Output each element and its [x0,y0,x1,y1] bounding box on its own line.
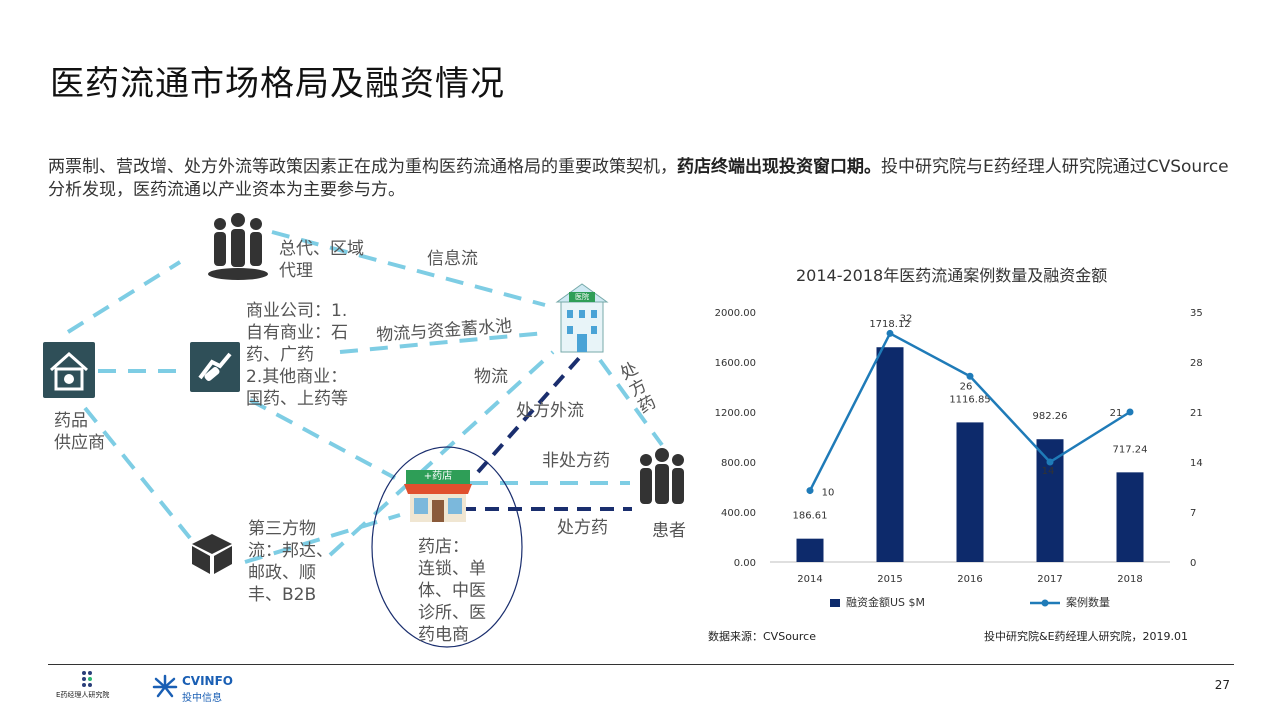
line-data-label: 14 [1042,466,1055,477]
intro-paragraph: 两票制、营改增、处方外流等政策因素正在成为重构医药流通格局的重要政策契机，药店终… [48,156,1238,202]
pharmacy-highlight-ellipse [371,446,523,648]
y-left-tick-label: 800.00 [721,458,756,469]
y-right-tick-label: 14 [1190,458,1203,469]
legend-line-marker [1041,599,1049,607]
line-data-label: 32 [900,313,913,324]
line-point-2017 [1046,458,1054,466]
y-left-tick-label: 2000.00 [715,308,756,319]
logistics-label: 第三方物 流：邦达、 邮政、顺 丰、B2B [248,519,333,605]
bar-2014 [796,538,824,562]
line-data-label: 10 [822,488,835,499]
bar-2017 [1036,439,1064,562]
line-point-2015 [886,329,894,337]
line-logistics-hospital [328,350,555,557]
footer-divider [48,664,1234,665]
line-point-2016 [966,372,974,380]
y-left-tick-label: 1200.00 [715,408,756,419]
x-tick-label: 2016 [957,574,982,585]
flow-diagram-lines [66,230,664,648]
y-right-tick-label: 7 [1190,508,1196,519]
line-point-2018 [1126,408,1134,416]
line-commercial-hospital [339,331,546,354]
flow-otc-label: 非处方药 [542,451,610,471]
legend-bar-swatch [830,599,840,607]
handshake-icon [190,342,240,392]
y-right-tick-label: 0 [1190,558,1196,569]
supplier-label: 药品 供应商 [54,411,105,453]
pharmacy-sign: +药店 [423,471,453,482]
x-tick-label: 2017 [1037,574,1062,585]
intro-text-pre: 两票制、营改增、处方外流等政策因素正在成为重构医药流通格局的重要政策契机， [48,157,677,177]
source-right: 投中研究院&E药经理人研究院，2019.01 [984,630,1189,643]
line-hospital-patient [598,358,664,447]
financing-chart: 0.00400.00800.001200.001600.002000.00071… [715,308,1203,609]
bar-2016 [956,422,984,562]
bar-data-label: 982.26 [1033,411,1068,422]
y-left-tick-label: 0.00 [734,558,756,569]
supplier-house-icon [43,342,95,398]
flow-info-label: 信息流 [427,249,478,269]
page-number: 27 [1214,678,1230,692]
package-box-icon [186,526,238,580]
cvinfo-sub: 投中信息 [182,693,222,704]
x-tick-label: 2015 [877,574,902,585]
bar-2015 [876,347,904,562]
hospital-building-icon: 医院 [553,280,611,358]
cvinfo-brand: CVINFO [182,674,233,688]
x-tick-label: 2018 [1117,574,1142,585]
line-supplier-agent [66,260,182,334]
line-data-label: 26 [960,381,973,392]
chart-title: 2014-2018年医药流通案例数量及融资金额 [796,266,1108,285]
line-rx-outflow [476,355,582,474]
bar-data-label: 186.61 [793,511,828,522]
bar-data-label: 1718.12 [869,319,910,330]
line-commercial-pharmacy [249,398,396,480]
dots-logo-icon [82,671,92,687]
hospital-sign: 医院 [575,293,589,301]
intro-text-bold: 药店终端出现投资窗口期。 [677,157,881,177]
bar-data-label: 717.24 [1113,444,1148,455]
slide-title: 医药流通市场格局及融资情况 [50,64,505,104]
y-right-tick-label: 35 [1190,308,1203,319]
y-right-tick-label: 28 [1190,358,1203,369]
agent-label: 总代、区域 代理 [279,239,364,281]
group-people-icon [204,210,272,286]
intro-text-post: 投中研究院与E药经理人研究院通过CVSource分析发现，医药流通以产业资本为主… [48,157,1229,200]
y-right-tick-label: 21 [1190,408,1203,419]
patient-label: 患者 [652,521,686,541]
flow-rx-label: 处方药 [557,518,608,538]
line-data-label: 21 [1110,408,1123,419]
legend-line-label: 案例数量 [1066,595,1110,609]
legend-bar-label: 融资金额US $M [846,595,925,609]
e-pharma-logo: E药经理人研究院 [56,670,142,706]
y-left-tick-label: 1600.00 [715,358,756,369]
e-pharma-logo-text: E药经理人研究院 [56,691,110,699]
source-left: 数据来源：CVSource [708,630,816,643]
commercial-label: 商业公司：1. 自有商业：石 药、广药 2.其他商业： 国药、上药等 [246,301,348,409]
flow-logistics-label: 物流 [474,367,508,387]
line-info-flow [271,230,546,307]
x-tick-label: 2014 [797,574,822,585]
cvinfo-burst-icon [152,674,178,698]
line-point-2014 [806,487,814,495]
bar-2018 [1116,472,1144,562]
pharmacy-store-icon: +药店 [402,466,474,528]
flow-rx-outflow-label: 处方外流 [516,401,584,421]
bar-data-label: 1116.85 [949,394,990,405]
pharmacy-label: 药店： 连锁、单 体、中医 诊所、医 药电商 [418,537,486,645]
y-left-tick-label: 400.00 [721,508,756,519]
patients-icon [632,446,692,512]
cvinfo-logo: CVINFO 投中信息 [152,672,252,704]
